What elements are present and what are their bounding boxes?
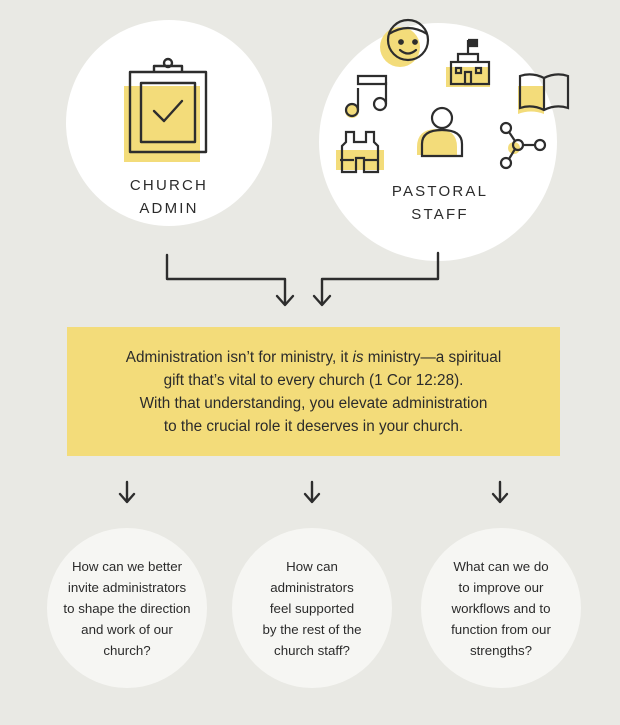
top-illustration	[66, 18, 570, 307]
music-note-icon	[344, 74, 388, 118]
question-3-line: to improve our	[458, 579, 544, 595]
callout-line2: gift that’s vital to every church (1 Cor…	[163, 371, 464, 389]
church-admin-label-line2: ADMIN	[139, 200, 199, 217]
down-arrow-icon	[118, 480, 136, 504]
pastoral-staff-label-line2: STAFF	[411, 206, 469, 223]
callout-text: Administration isn’t for ministry, it is…	[89, 346, 539, 438]
callout-line1-before: Administration isn’t for ministry, it	[125, 348, 353, 366]
question-2-line: administrators	[270, 579, 354, 595]
smiley-face-icon	[380, 18, 430, 67]
question-text-2: How can administrators feel supported by…	[243, 556, 381, 661]
question-2-line: church staff?	[274, 642, 350, 658]
callout-box: Administration isn’t for ministry, it is…	[67, 327, 560, 456]
callout-emphasis: is	[352, 348, 364, 366]
church-admin-label-line1: CHURCH	[129, 177, 209, 194]
question-text-3: What can we do to improve our workflows …	[432, 556, 570, 661]
question-circle-1: How can we better invite administrators …	[47, 528, 207, 688]
question-2-line: feel supported	[269, 600, 355, 616]
callout-line3: With that understanding, you elevate adm…	[139, 394, 488, 412]
question-3-line: What can we do	[453, 558, 549, 574]
question-1-line: church?	[103, 642, 151, 658]
callout-line1-after: ministry—a spiritual	[363, 348, 502, 366]
callout-line1: Administration isn’t for ministry, it is…	[89, 346, 539, 369]
question-text-1: How can we better invite administrators …	[58, 556, 196, 661]
question-circle-3: What can we do to improve our workflows …	[421, 528, 581, 688]
question-2-line: by the rest of the	[262, 621, 362, 637]
connector-lines	[165, 251, 440, 307]
callout-line4: to the crucial role it deserves in your …	[163, 417, 464, 435]
pastoral-staff-label-line1: PASTORAL	[391, 183, 489, 200]
question-3-line: strengths?	[469, 642, 533, 658]
open-book-icon	[518, 73, 570, 114]
church-admin-label: CHURCH ADMIN	[109, 174, 229, 220]
question-1-line: How can we better	[71, 558, 183, 574]
person-icon	[417, 106, 464, 158]
question-1-line: to shape the direction	[63, 600, 191, 616]
question-3-line: function from our	[451, 621, 551, 637]
question-1-line: invite administrators	[67, 579, 187, 595]
church-building-icon	[446, 38, 491, 87]
binoculars-icon	[336, 130, 384, 174]
network-nodes-icon	[499, 121, 547, 170]
down-arrow-icon	[491, 480, 509, 504]
pastoral-staff-label: PASTORAL STAFF	[378, 180, 502, 226]
clipboard-check-icon	[124, 57, 208, 162]
question-2-line: How can	[286, 558, 338, 574]
down-arrow-icon	[303, 480, 321, 504]
question-3-line: workflows and to	[451, 600, 551, 616]
question-1-line: and work of our	[81, 621, 173, 637]
question-circle-2: How can administrators feel supported by…	[232, 528, 392, 688]
